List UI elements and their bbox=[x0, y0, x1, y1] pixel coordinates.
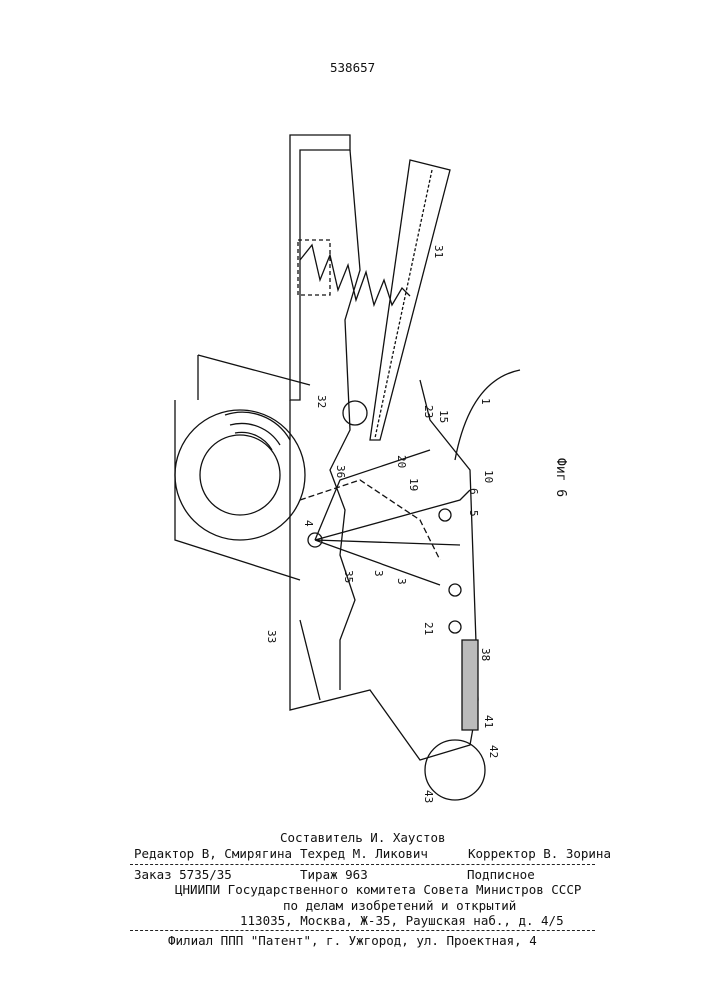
roller-outer bbox=[175, 410, 305, 540]
label: 21 bbox=[422, 622, 435, 635]
label: 10 bbox=[482, 470, 495, 483]
label: 43 bbox=[422, 790, 435, 803]
editor: Редактор В, Смирягина bbox=[134, 846, 292, 861]
frame bbox=[290, 135, 350, 400]
label: 19 bbox=[407, 478, 420, 491]
circulation: Тираж 963 bbox=[300, 867, 368, 882]
compiler: Составитель И. Хаустов bbox=[280, 830, 446, 845]
label: 6 bbox=[467, 488, 480, 495]
label: 5 bbox=[467, 510, 480, 517]
label: 33 bbox=[265, 630, 278, 643]
branch: Филиал ППП "Патент", г. Ужгород, ул. Про… bbox=[168, 933, 537, 948]
techred: Техред М. Ликович bbox=[300, 846, 428, 861]
label: 1 bbox=[479, 398, 492, 405]
label: 41 bbox=[482, 715, 495, 728]
label: 35 bbox=[342, 570, 355, 583]
technical-drawing: 31 32 23 15 1 20 19 10 6 5 36 4 35 3 3 2… bbox=[0, 0, 707, 820]
label: 3 bbox=[372, 570, 385, 577]
label: 3 bbox=[395, 578, 408, 585]
subscription: Подписное bbox=[467, 867, 535, 882]
label: 4 bbox=[302, 520, 315, 527]
order: Заказ 5735/35 bbox=[134, 867, 232, 882]
label: 42 bbox=[487, 745, 500, 758]
divider bbox=[130, 930, 595, 931]
roller-inner bbox=[200, 435, 280, 515]
label: 36 bbox=[334, 465, 347, 478]
label: 23 bbox=[422, 405, 435, 418]
label: 32 bbox=[315, 395, 328, 408]
org-line-1: ЦНИИПИ Государственного комитета Совета … bbox=[175, 882, 581, 897]
figure-caption: Фиг 6 bbox=[553, 458, 568, 497]
label: 38 bbox=[479, 648, 492, 661]
divider bbox=[130, 864, 595, 865]
label: 20 bbox=[395, 455, 408, 468]
org-line-2: по делам изобретений и открытий bbox=[283, 898, 516, 913]
lever-31 bbox=[370, 160, 450, 440]
label: 31 bbox=[432, 245, 445, 258]
figure-labels: 31 32 23 15 1 20 19 10 6 5 36 4 35 3 3 2… bbox=[265, 245, 568, 803]
address: 113035, Москва, Ж-35, Раушская наб., д. … bbox=[240, 913, 564, 928]
label: 15 bbox=[437, 410, 450, 423]
part-38 bbox=[462, 640, 478, 730]
corrector: Корректор В. Зорина bbox=[468, 846, 611, 861]
